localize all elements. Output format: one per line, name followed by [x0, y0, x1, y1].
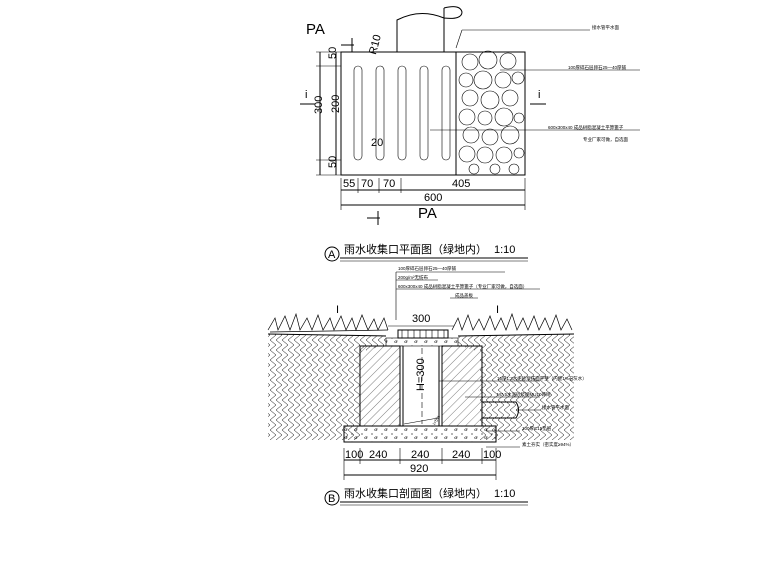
section-cut-right: I	[496, 304, 499, 316]
svg-text:200: 200	[330, 95, 342, 113]
section-cut-left: I	[336, 304, 339, 316]
opening-width-label: 300	[412, 313, 430, 325]
svg-text:A: A	[328, 249, 336, 261]
grate-outline	[340, 51, 457, 176]
section-top-note-right: 成品盖板	[455, 292, 473, 299]
section-top-leaders	[395, 271, 540, 320]
soil-left	[268, 334, 386, 440]
svg-text:600: 600	[424, 192, 442, 204]
gravel-band	[385, 337, 459, 347]
section-note-1: 15厚1:3水泥砂浆抹面平整（内壁1%石灰水）	[497, 375, 587, 382]
grass-left	[267, 312, 389, 333]
section-title: 雨水收集口剖面图（绿地内）	[344, 486, 487, 500]
section-cut-top	[341, 38, 354, 52]
svg-text:100: 100	[345, 449, 363, 461]
depth-label: H=300	[415, 358, 427, 391]
brick-wall-left	[359, 345, 401, 427]
section-note-3: 接水管平水面	[542, 404, 569, 411]
grate-section	[397, 329, 449, 339]
section-scale: 1:10	[494, 488, 515, 500]
svg-text:240: 240	[369, 449, 387, 461]
cut-mark-left: i	[305, 89, 307, 101]
slope-label: i=5%	[432, 414, 441, 425]
soil-right	[458, 334, 574, 440]
svg-text:70: 70	[383, 178, 395, 190]
plan-scale: 1:10	[494, 244, 515, 256]
section-top-note-1: 100厚碎石层卵石25—40厚铺	[398, 265, 457, 272]
plan-leaders	[430, 29, 640, 131]
concrete-base	[343, 425, 497, 443]
plan-title: 雨水收集口平面图（绿地内）	[344, 242, 487, 256]
plan-note-3: 600x300x40 成品树脂混凝土平箅篦子	[548, 124, 624, 131]
svg-text:920: 920	[410, 463, 428, 475]
section-cut-bottom	[367, 211, 380, 225]
section-mark-top: PA	[306, 21, 325, 38]
plan-note-1: 接水管平水面	[592, 24, 619, 31]
section-view: 100厚碎石层卵石25—40厚铺 200g/m²无纺布 600x300x40 成…	[267, 265, 587, 506]
cut-mark-right: i	[538, 89, 540, 101]
svg-text:55: 55	[343, 178, 355, 190]
slot-width-label: 20	[371, 137, 383, 149]
horizontal-dimensions: 55 70 70 405 600	[340, 178, 526, 210]
svg-text:70: 70	[361, 178, 373, 190]
section-mark-bottom: PA	[418, 205, 437, 222]
svg-text:50: 50	[327, 156, 339, 168]
section-note-2: M7.5水泥砂浆砌MU10砖砌	[497, 391, 551, 398]
section-top-note-2: 200g/m²无纺布	[398, 274, 429, 281]
title-bubble-b	[324, 490, 340, 506]
pebble-fill	[458, 50, 525, 175]
svg-text:100: 100	[483, 449, 501, 461]
svg-text:240: 240	[452, 449, 470, 461]
section-note-4: 100厚C15垫层	[522, 425, 552, 432]
svg-text:405: 405	[452, 178, 470, 190]
svg-text:240: 240	[411, 449, 429, 461]
plan-note-4: 专业厂家可做，自选面	[583, 136, 628, 143]
vertical-dimensions: 50 300 200 50	[313, 47, 342, 176]
grass-right	[451, 312, 573, 332]
svg-text:50: 50	[327, 47, 339, 59]
section-bottom-dimensions: 100 240 240 240 100 920	[343, 448, 501, 480]
plan-view: PA R10 20 i i	[300, 6, 640, 262]
section-side-leaders	[439, 380, 540, 448]
grate-slots	[353, 65, 451, 161]
brick-wall-right	[441, 345, 483, 427]
drain-pipe-top	[396, 6, 463, 52]
svg-text:300: 300	[313, 96, 325, 114]
plan-note-2: 100厚碎石层卵石25—40厚铺	[568, 64, 627, 71]
section-top-note-3: 600x300x40 成品树脂混凝土平箅篦子（专业厂家可做，自选面）	[398, 283, 527, 290]
pebble-border	[456, 51, 526, 176]
title-bubble-a	[324, 246, 340, 262]
radius-label: R10	[367, 33, 384, 56]
svg-text:B: B	[328, 493, 335, 505]
section-note-5: 素土夯实（密实度≥94%）	[522, 441, 574, 448]
